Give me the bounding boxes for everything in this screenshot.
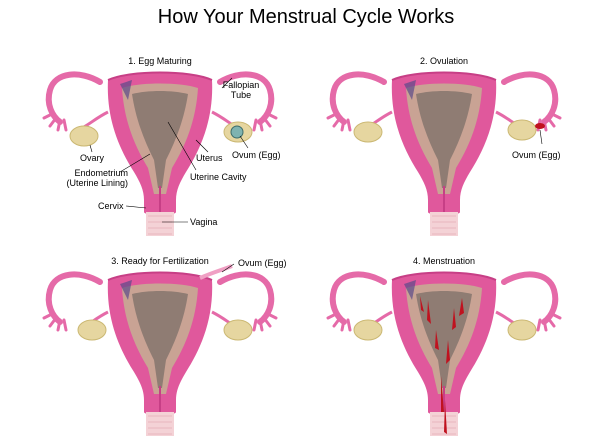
panel-egg-maturing xyxy=(44,73,276,237)
panel-title-menstruation: 4. Menstruation xyxy=(412,256,476,266)
ovary-shape xyxy=(69,125,99,147)
panel-title-ready-for-fertilization: 3. Ready for Fertilization xyxy=(111,256,209,266)
released-ovum-shape xyxy=(535,123,545,129)
panel-title-egg-maturing: 1. Egg Maturing xyxy=(128,56,192,66)
label-ovum-egg-2: Ovum (Egg) xyxy=(512,150,561,160)
page-title: How Your Menstrual Cycle Works xyxy=(157,6,455,28)
label-uterine-cavity: Uterine Cavity xyxy=(190,172,247,182)
panel-menstruation xyxy=(328,273,560,437)
label-cervix: Cervix xyxy=(98,201,124,211)
label-uterus: Uterus xyxy=(196,153,223,163)
menstrual-blood-shapes xyxy=(420,296,464,434)
label-fallopian-tube: Fallopian Tube xyxy=(222,80,260,100)
panel-title-ovulation: 2. Ovulation xyxy=(419,56,469,66)
label-ovum-egg-3: Ovum (Egg) xyxy=(238,258,287,268)
label-ovum-egg-1: Ovum (Egg) xyxy=(232,150,281,160)
label-vagina: Vagina xyxy=(190,217,218,227)
label-endometrium: Endometrium (Uterine Lining) xyxy=(66,168,128,188)
panel-ovulation xyxy=(328,73,560,237)
panel-ready-for-fertilization xyxy=(44,263,276,436)
label-ovary: Ovary xyxy=(80,153,105,163)
maturing-egg-shape xyxy=(230,125,244,139)
